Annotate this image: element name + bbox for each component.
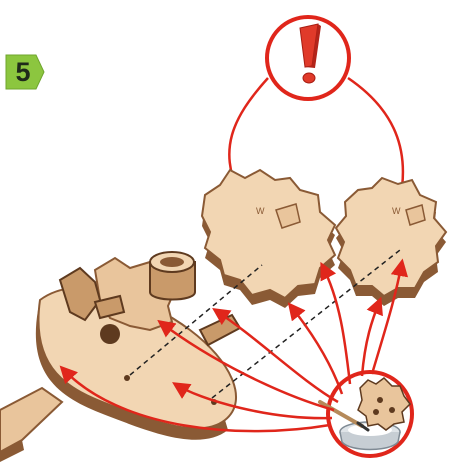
axle-cylinder xyxy=(150,252,195,300)
glue-callout xyxy=(320,372,412,456)
gear-mark: W xyxy=(392,206,401,216)
key-body xyxy=(0,252,240,462)
gear-mark: W xyxy=(256,206,265,216)
gear-right: W xyxy=(336,178,446,306)
gear-center: W xyxy=(202,170,335,308)
warning-callout xyxy=(267,17,349,99)
